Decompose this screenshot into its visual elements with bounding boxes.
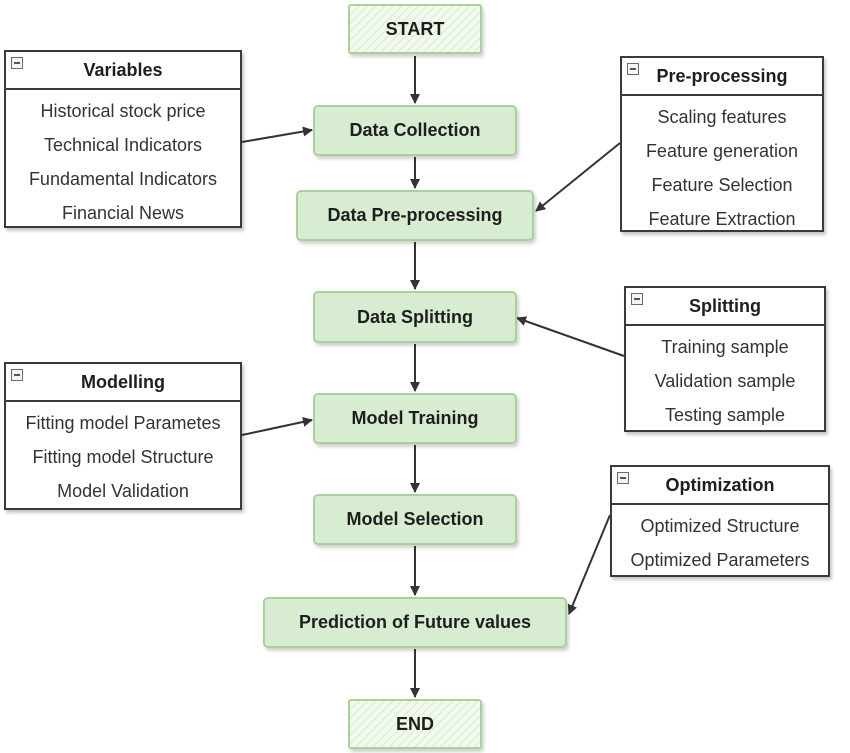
preprocessing-list: Scaling features Feature generation Feat… xyxy=(622,96,822,236)
step-model-training: Model Training xyxy=(313,393,517,444)
collapse-icon[interactable] xyxy=(11,57,23,69)
preprocessing-panel-header: Pre-processing xyxy=(622,58,822,96)
list-item: Fitting model Structure xyxy=(32,447,214,467)
splitting-list: Training sample Validation sample Testin… xyxy=(626,326,824,432)
list-item: Optimized Parameters xyxy=(630,550,810,570)
variables-panel-header: Variables xyxy=(6,52,240,90)
step-data-preprocessing: Data Pre-processing xyxy=(296,190,534,241)
modelling-panel-header: Modelling xyxy=(6,364,240,402)
end-node: END xyxy=(348,699,482,749)
list-item: Historical stock price xyxy=(40,101,206,121)
step-prediction: Prediction of Future values xyxy=(263,597,567,648)
variables-panel-title: Variables xyxy=(83,59,163,80)
optimization-panel-header: Optimization xyxy=(612,467,828,505)
preprocessing-panel-title: Pre-processing xyxy=(656,65,788,86)
arrow-variables-to-collection xyxy=(241,126,313,143)
list-item: Scaling features xyxy=(657,107,787,127)
splitting-panel: Splitting Training sample Validation sam… xyxy=(624,286,826,432)
collapse-icon[interactable] xyxy=(627,63,639,75)
list-item: Fundamental Indicators xyxy=(28,169,218,189)
list-item: Feature generation xyxy=(645,141,799,161)
arrow-splitting-panel-to-step xyxy=(516,316,625,357)
list-item: Optimized Structure xyxy=(640,516,800,536)
list-item: Financial News xyxy=(61,203,185,223)
splitting-panel-header: Splitting xyxy=(626,288,824,326)
collapse-icon[interactable] xyxy=(617,472,629,484)
optimization-panel: Optimization Optimized Structure Optimiz… xyxy=(610,465,830,577)
list-item: Validation sample xyxy=(654,371,796,391)
modelling-list: Fitting model Parametes Fitting model St… xyxy=(6,402,240,508)
collapse-icon[interactable] xyxy=(631,293,643,305)
start-node: START xyxy=(348,4,482,54)
list-item: Technical Indicators xyxy=(43,135,203,155)
optimization-list: Optimized Structure Optimized Parameters xyxy=(612,505,828,577)
collapse-icon[interactable] xyxy=(11,369,23,381)
arrow-modelling-to-training xyxy=(241,416,313,436)
step-data-splitting: Data Splitting xyxy=(313,291,517,343)
list-item: Feature Selection xyxy=(651,175,793,195)
arrow-preprocessing-panel-to-step xyxy=(535,142,621,212)
variables-panel: Variables Historical stock price Technic… xyxy=(4,50,242,228)
list-item: Fitting model Parametes xyxy=(25,413,221,433)
list-item: Testing sample xyxy=(664,405,786,425)
list-item: Feature Extraction xyxy=(648,209,796,229)
list-item: Model Validation xyxy=(57,481,189,501)
modelling-panel-title: Modelling xyxy=(81,371,165,392)
preprocessing-panel: Pre-processing Scaling features Feature … xyxy=(620,56,824,232)
arrow-optimization-to-prediction xyxy=(567,514,611,615)
list-item: Training sample xyxy=(661,337,789,357)
variables-list: Historical stock price Technical Indicat… xyxy=(6,90,240,230)
optimization-panel-title: Optimization xyxy=(665,474,775,495)
step-model-selection: Model Selection xyxy=(313,494,517,545)
modelling-panel: Modelling Fitting model Parametes Fittin… xyxy=(4,362,242,510)
splitting-panel-title: Splitting xyxy=(689,295,761,316)
step-data-collection: Data Collection xyxy=(313,105,517,156)
